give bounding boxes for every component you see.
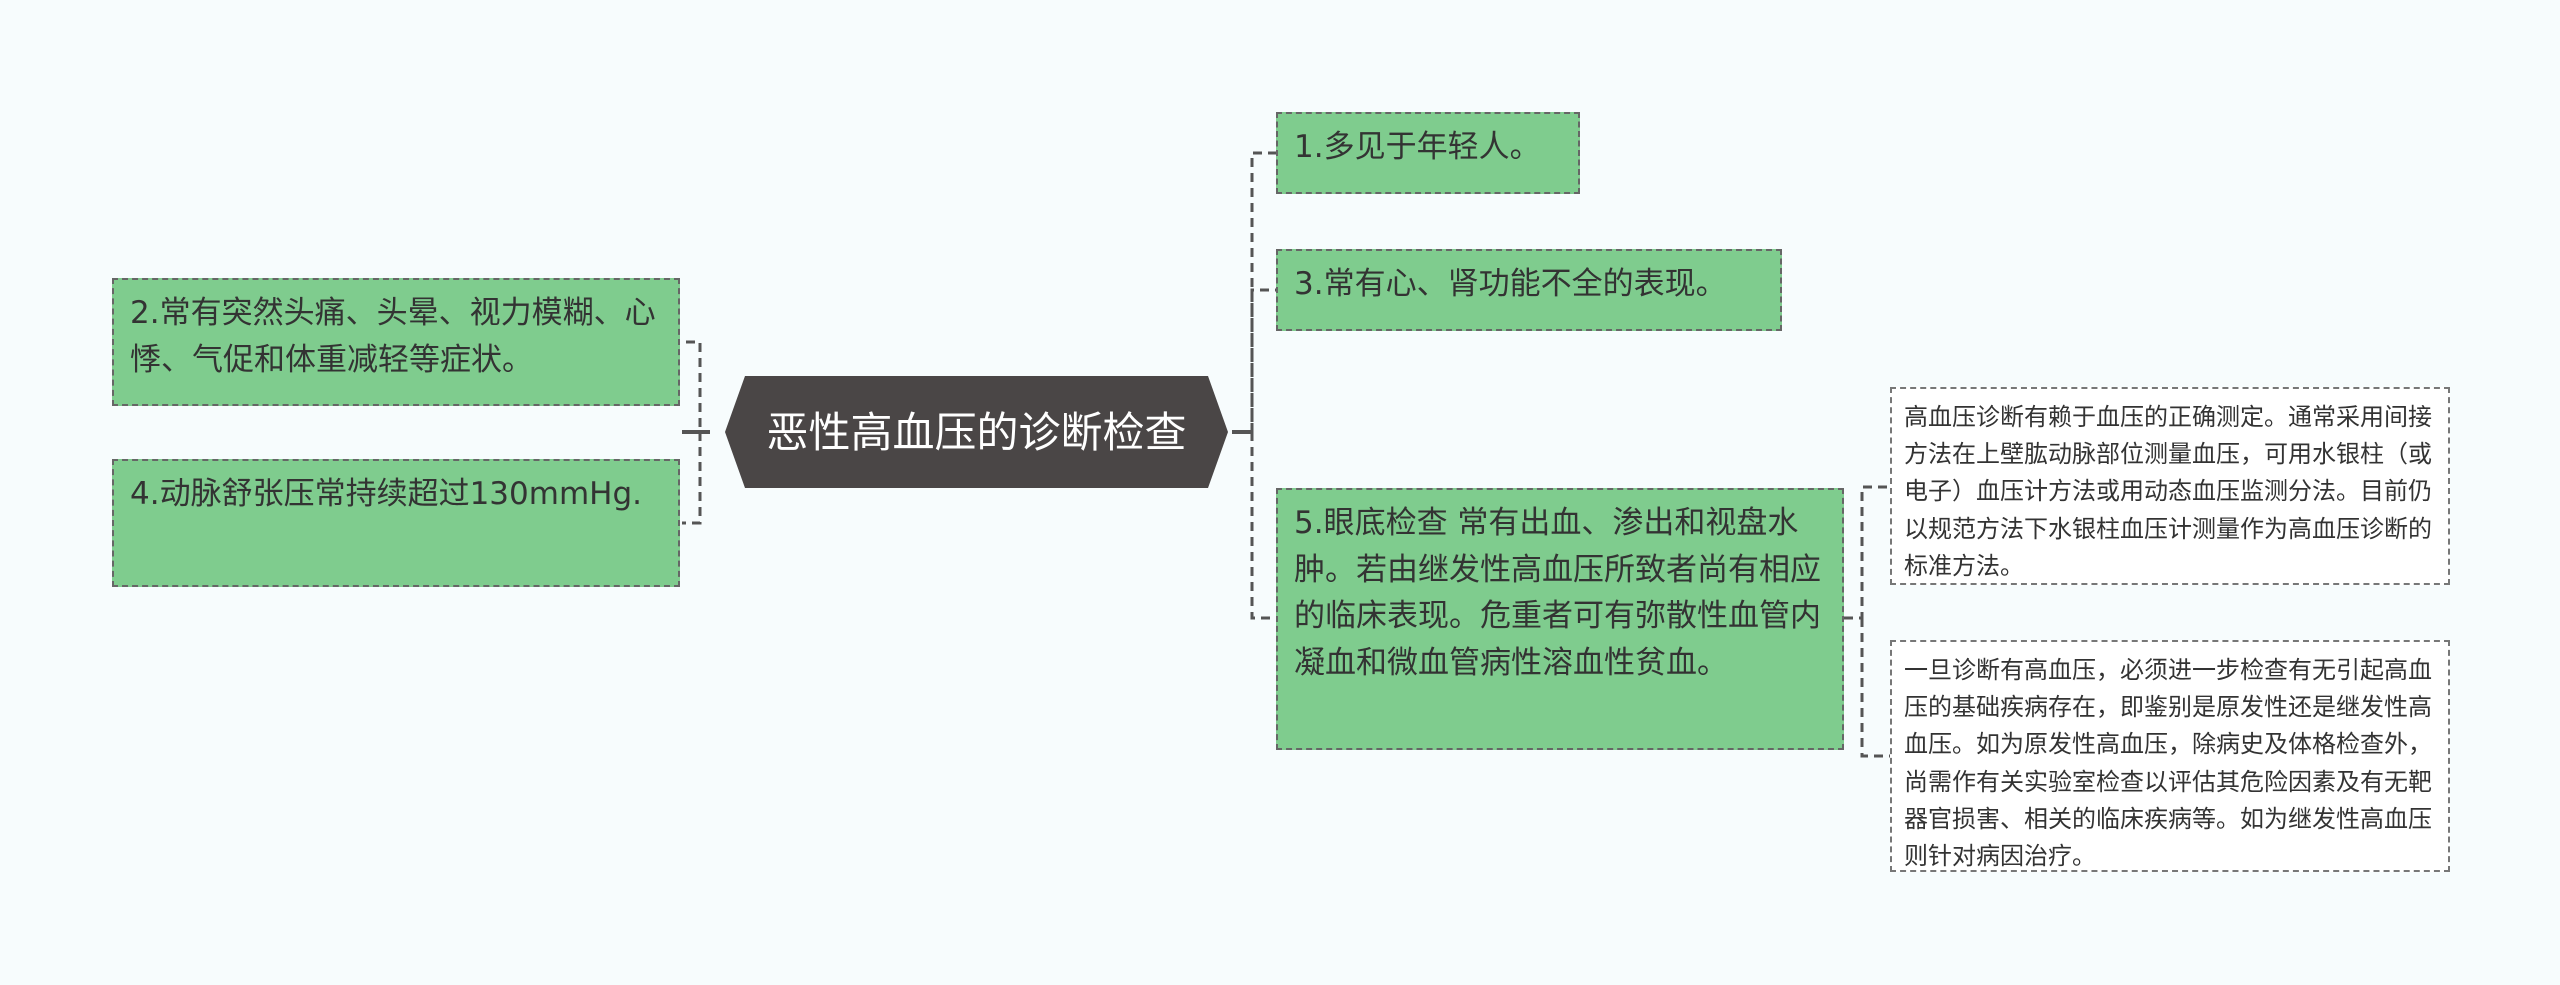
link-n5-c1 bbox=[1844, 485, 1890, 620]
root-hexagon-shape bbox=[725, 376, 1228, 488]
root-node[interactable]: 恶性高血压的诊断检查 bbox=[725, 376, 1228, 488]
node-young-people-label: 1.多见于年轻人。 bbox=[1294, 129, 1541, 165]
node-fundus-exam[interactable]: 5.眼底检查 常有出血、渗出和视盘水肿。若由继发性高血压所致者尚有相应的临床表现… bbox=[1276, 488, 1844, 750]
node-diastolic-pressure-label: 4.动脉舒张压常持续超过130mmHg. bbox=[130, 476, 642, 512]
link-n5-c2 bbox=[1860, 618, 1890, 758]
link-root-n5 bbox=[1250, 432, 1276, 620]
node-diastolic-pressure[interactable]: 4.动脉舒张压常持续超过130mmHg. bbox=[112, 459, 680, 587]
node-symptoms[interactable]: 2.常有突然头痛、头晕、视力模糊、心悸、气促和体重减轻等症状。 bbox=[112, 278, 680, 406]
node-heart-kidney-label: 3.常有心、肾功能不全的表现。 bbox=[1294, 266, 1727, 302]
node-heart-kidney[interactable]: 3.常有心、肾功能不全的表现。 bbox=[1276, 249, 1782, 331]
link-root-n2 bbox=[682, 340, 710, 434]
note-further-exam-text: 一旦诊断有高血压，必须进一步检查有无引起高血压的基础疾病存在，即鉴别是原发性还是… bbox=[1904, 656, 2432, 870]
node-symptoms-label: 2.常有突然头痛、头晕、视力模糊、心悸、气促和体重减轻等症状。 bbox=[130, 295, 656, 378]
note-bp-measurement-text: 高血压诊断有赖于血压的正确测定。通常采用间接方法在上壁肱动脉部位测量血压，可用水… bbox=[1904, 403, 2432, 580]
root-label: 恶性高血压的诊断检查 bbox=[766, 407, 1187, 457]
note-bp-measurement[interactable]: 高血压诊断有赖于血压的正确测定。通常采用间接方法在上壁肱动脉部位测量血压，可用水… bbox=[1890, 387, 2450, 585]
node-young-people[interactable]: 1.多见于年轻人。 bbox=[1276, 112, 1580, 194]
node-fundus-exam-label: 5.眼底检查 常有出血、渗出和视盘水肿。若由继发性高血压所致者尚有相应的临床表现… bbox=[1294, 505, 1821, 681]
link-root-n4 bbox=[682, 432, 702, 525]
note-further-exam[interactable]: 一旦诊断有高血压，必须进一步检查有无引起高血压的基础疾病存在，即鉴别是原发性还是… bbox=[1890, 640, 2450, 872]
link-root-n3 bbox=[1250, 288, 1276, 432]
link-root-n1 bbox=[1232, 151, 1276, 434]
